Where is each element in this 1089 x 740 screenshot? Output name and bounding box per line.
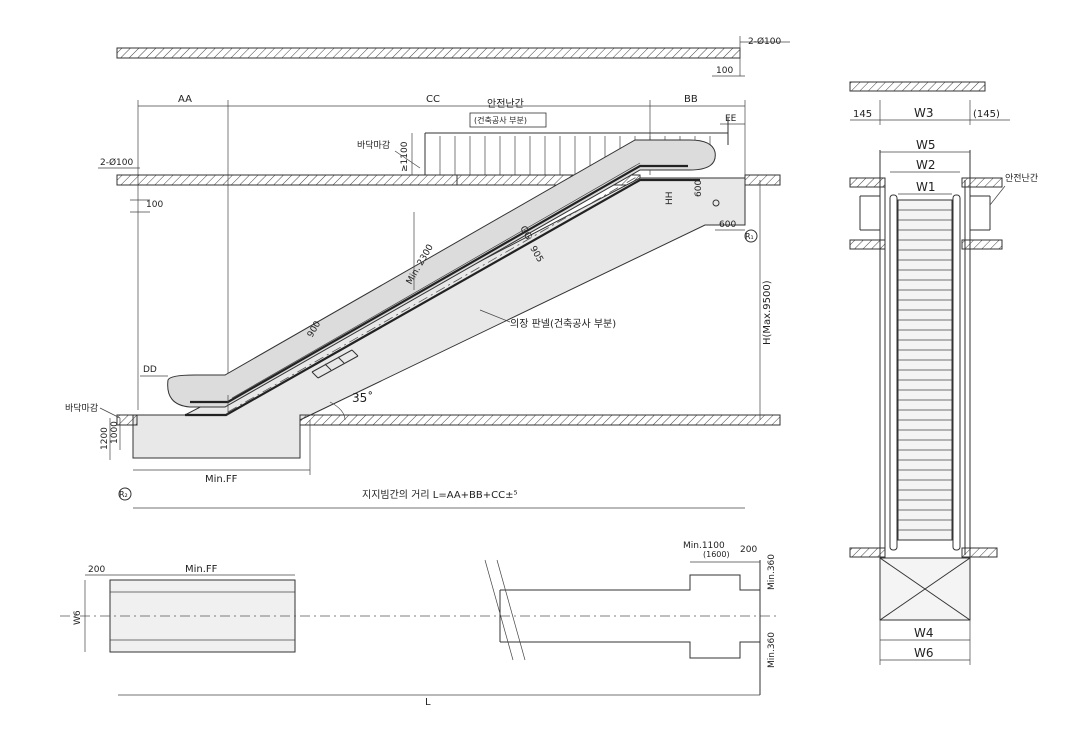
escalator-balustrade	[167, 139, 716, 417]
plan-dim-200-right: 200	[740, 545, 757, 555]
lower-floor-slab	[116, 414, 781, 426]
dim-100-left: 100	[146, 200, 163, 210]
safety-rail-note: (건축공사 부분)	[474, 115, 527, 125]
dim-aa: AA	[178, 94, 192, 105]
support-r1: R₁	[745, 232, 754, 241]
dim-dd: DD	[143, 365, 157, 375]
plan-dim-200: 200	[88, 565, 105, 575]
support-distance-label: 지지빔간의 거리 L=AA+BB+CC±⁵	[362, 489, 518, 501]
ceiling-slab	[116, 47, 741, 59]
section-dim-145p: (145)	[973, 109, 1000, 120]
dim-2-phi100-left: 2-Ø100	[100, 157, 134, 168]
floor-finish-bottom-label: 바닥마감	[65, 402, 98, 414]
dim-600: 600	[719, 220, 736, 230]
dim-100-top: 100	[716, 66, 733, 76]
dim-ge1100: ≥1100	[400, 141, 410, 172]
dim-bb: BB	[684, 94, 698, 105]
decor-panel-label: 의장 판넬(건축공사 부분)	[510, 318, 616, 330]
section-dim-w2: W2	[916, 158, 936, 172]
section-dim-145: 145	[853, 109, 872, 120]
dim-ee: EE	[725, 114, 737, 124]
dim-h-max: H(Max.9500)	[762, 280, 773, 345]
plan-dim-1600: (1600)	[703, 550, 730, 559]
plan-dim-l: L	[425, 697, 431, 708]
support-r2: R₂	[119, 490, 128, 499]
section-safety-rail-label: 안전난간	[1005, 173, 1038, 184]
section-dim-w5: W5	[916, 138, 936, 152]
section-dim-w6: W6	[914, 646, 934, 660]
dim-min-ff: Min.FF	[205, 474, 238, 485]
section-dim-w3: W3	[914, 106, 934, 120]
section-steps	[898, 209, 952, 531]
dim-2-phi100-top: 2-Ø100	[748, 36, 782, 47]
truss-web	[311, 349, 359, 379]
plan-dim-min360-top: Min.360	[767, 554, 777, 590]
plan-dim-min360-bottom: Min.360	[767, 632, 777, 668]
dim-1200: 1200	[100, 427, 110, 450]
safety-rail-label: 안전난간	[487, 98, 524, 110]
plan-dim-w6: W6	[73, 610, 83, 625]
dim-hh: HH	[665, 191, 675, 205]
dim-600-vert: 600	[694, 180, 704, 197]
dim-1000: 1000	[110, 421, 120, 444]
section-dim-w1: W1	[916, 180, 936, 194]
floor-finish-top-label: 바닥마감	[357, 139, 390, 151]
plan-dim-min-ff: Min.FF	[185, 564, 218, 575]
upper-safety-railing	[424, 118, 729, 175]
angle-35: 35˚	[352, 390, 373, 405]
section-dim-w4: W4	[914, 626, 934, 640]
plan-view	[60, 559, 780, 695]
dim-cc: CC	[426, 94, 440, 105]
upper-floor-slab	[116, 174, 781, 186]
plan-dim-min1100: Min.1100	[683, 541, 725, 551]
